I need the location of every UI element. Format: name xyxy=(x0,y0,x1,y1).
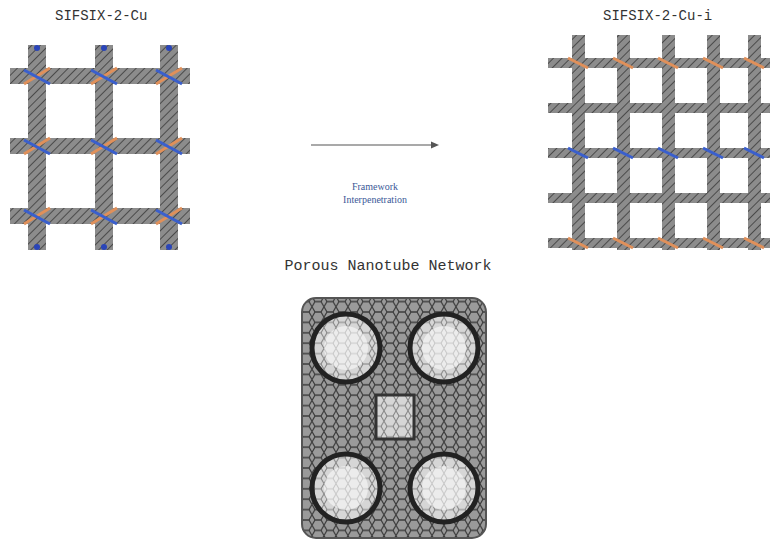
illustration-panel: SIFSIX-2-Cu-i xyxy=(445,4,772,254)
panel-heading: Porous Nanotube Network xyxy=(284,258,491,275)
illustration-panel: SIFSIX-2-Cu xyxy=(5,4,305,254)
arrow-label: Framework Interpenetration xyxy=(328,181,422,206)
open-grid xyxy=(10,45,190,250)
panel-heading: SIFSIX-2-Cu xyxy=(55,8,147,24)
panel-heading: SIFSIX-2-Cu-i xyxy=(603,8,712,24)
nanotube-network xyxy=(302,298,486,538)
interpenetrated-grid xyxy=(548,35,770,250)
illustration-panel: Porous Nanotube Network xyxy=(280,256,496,540)
arrow-connector xyxy=(311,142,439,149)
